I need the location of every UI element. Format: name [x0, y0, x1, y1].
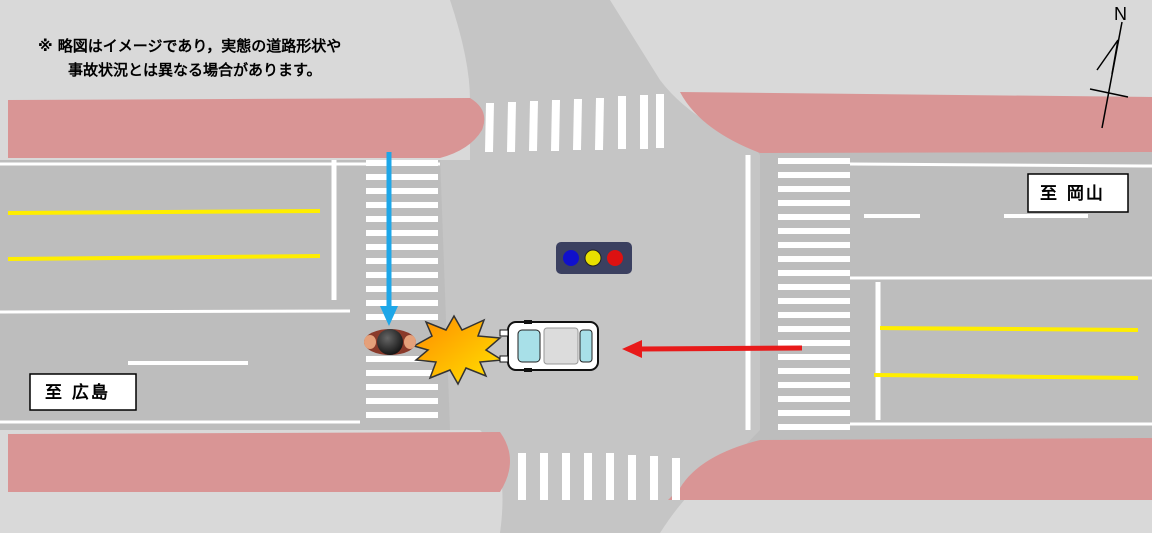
- curb-strip-southeast: [668, 438, 1152, 500]
- signal-yellow-light: [584, 249, 602, 267]
- curb-strip-northeast: [680, 92, 1152, 153]
- signal-red-light: [607, 250, 623, 266]
- notice-line-1: ※ 略図はイメージであり，実態の道路形状や: [38, 37, 341, 55]
- curb-strip-northwest: [8, 98, 485, 158]
- crosswalk-south: [518, 453, 680, 500]
- sign-east: 至 岡山: [1027, 173, 1129, 213]
- stop-lines: [331, 155, 881, 430]
- car-topdown-icon: [499, 320, 599, 372]
- north-arrow-icon: [1089, 21, 1129, 129]
- vehicle-path-arrow: [622, 340, 803, 358]
- signal-blue-light: [563, 250, 579, 266]
- pedestrian-path-arrow: [380, 152, 398, 326]
- traffic-signal-icon: [556, 242, 632, 274]
- crosswalk-east: [778, 158, 850, 430]
- pedestrian-topdown-icon: [364, 329, 416, 355]
- yellow-lane-lines: [7, 209, 1139, 380]
- crosswalk-west: [366, 160, 438, 418]
- sign-west: 至 広島: [29, 373, 137, 411]
- crosswalk-north: [485, 94, 664, 152]
- notice-line-2: 事故状況とは異なる場合があります。: [68, 61, 322, 79]
- compass-north-label: N: [1114, 4, 1127, 24]
- sign-west-label: 至 広島: [45, 382, 110, 403]
- curb-strip-southwest: [8, 432, 510, 492]
- lane-dashes: [128, 214, 1088, 365]
- road-edge-lines: [0, 162, 1152, 426]
- sign-east-label: 至 岡山: [1040, 184, 1105, 204]
